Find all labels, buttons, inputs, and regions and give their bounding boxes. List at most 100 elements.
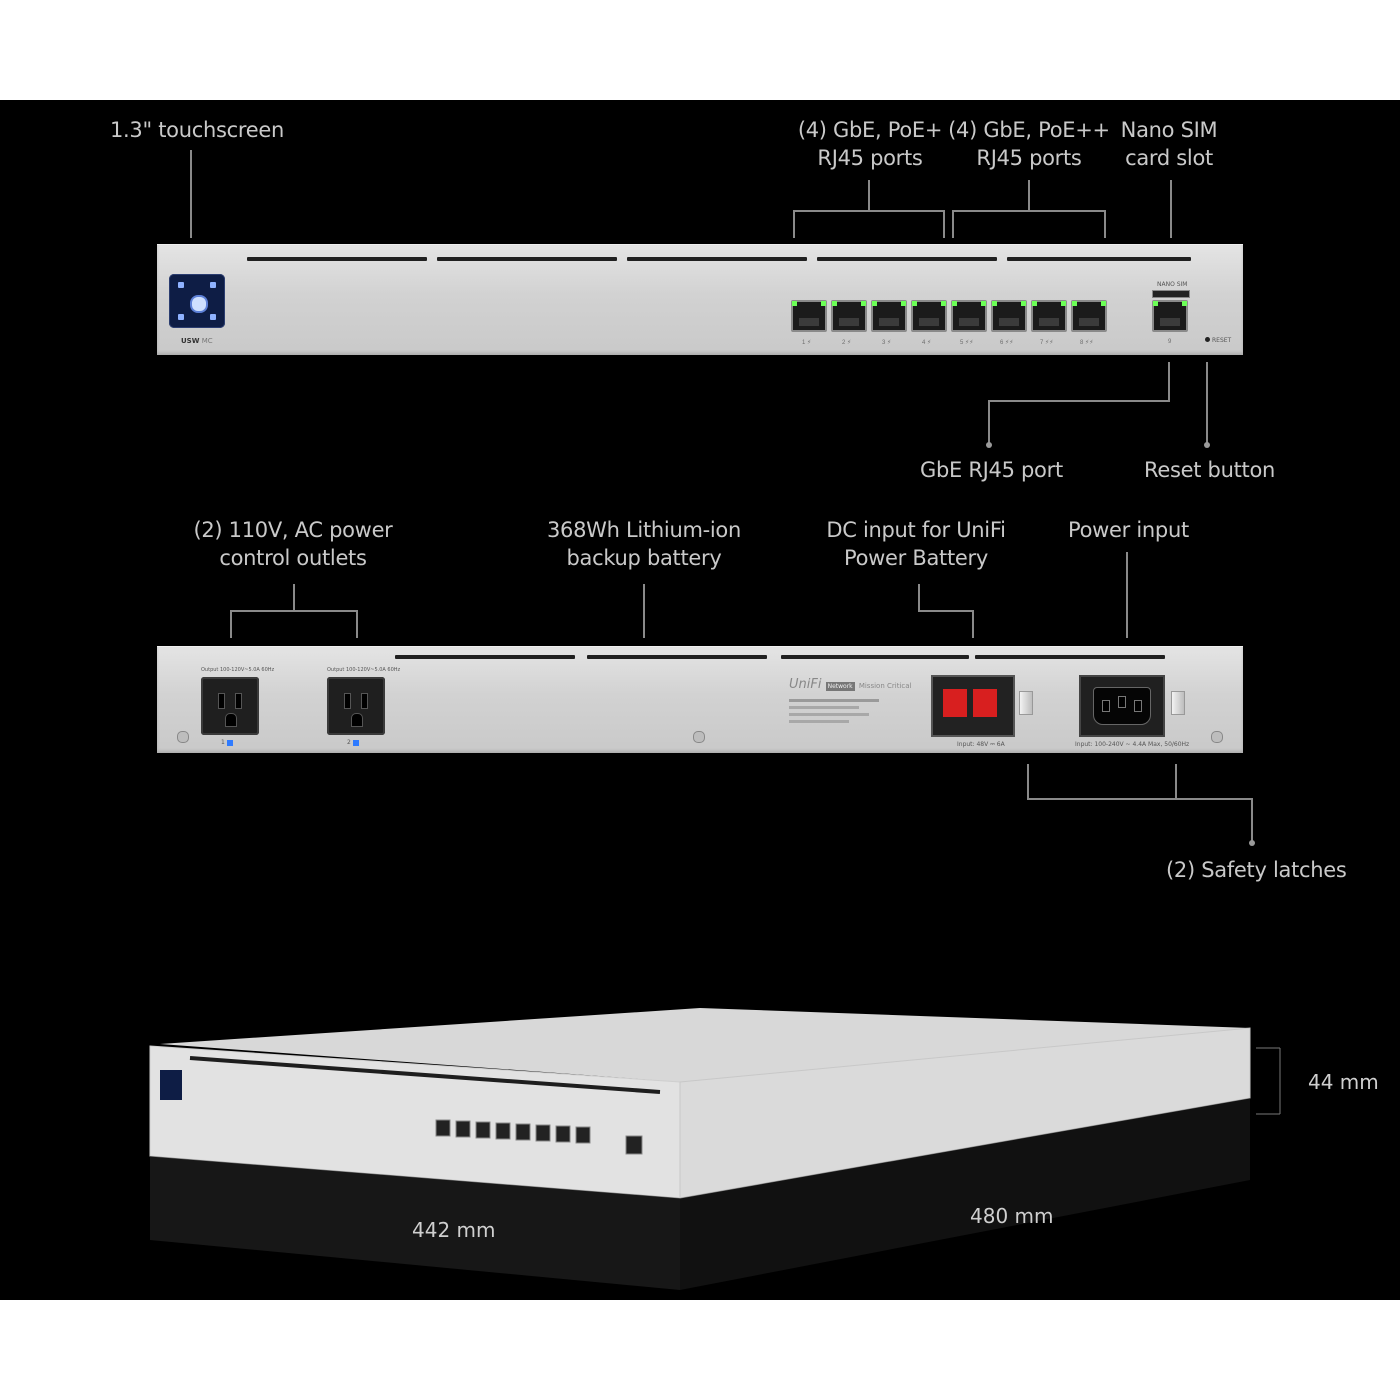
- dimension-height: 44 mm: [1308, 1070, 1379, 1094]
- vent-slot: [781, 655, 969, 659]
- vent-slot: [395, 655, 575, 659]
- link-led: [792, 301, 797, 306]
- vent-slot: [627, 257, 807, 261]
- link-led: [952, 301, 957, 306]
- port-label: 5 ⚡︎⚡︎: [960, 340, 974, 346]
- link-led: [821, 301, 826, 306]
- link-led: [872, 301, 877, 306]
- sim-slot[interactable]: [1152, 290, 1190, 298]
- vent-slot: [975, 655, 1165, 659]
- link-led: [941, 301, 946, 306]
- port-label: 7 ⚡︎⚡︎: [1040, 340, 1054, 346]
- link-led: [1182, 301, 1187, 306]
- link-led: [832, 301, 837, 306]
- callout-sim-slot: Nano SIM card slot: [1120, 118, 1218, 170]
- callout-power-input: Power input: [1068, 518, 1189, 542]
- port-label: 6 ⚡︎⚡︎: [1000, 340, 1014, 346]
- link-led: [1032, 301, 1037, 306]
- link-led: [1101, 301, 1106, 306]
- leader-battery: [643, 584, 645, 638]
- port-label: 9: [1168, 339, 1172, 345]
- callout-reset: Reset button: [1144, 458, 1276, 482]
- top-surface: [160, 1008, 1250, 1082]
- rj45-port-2[interactable]: [831, 300, 867, 332]
- outlet-2-rating: Output 100-120V~5.0A 60Hz: [327, 667, 401, 673]
- status-led: [353, 740, 359, 746]
- status-led: [227, 740, 233, 746]
- dimension-width: 442 mm: [412, 1218, 496, 1242]
- rj45-port-5[interactable]: [951, 300, 987, 332]
- leader-outlets: [293, 584, 295, 610]
- outlet-number: 2: [347, 739, 351, 746]
- vent-slot: [247, 257, 427, 261]
- callout-battery: 368Wh Lithium-ion backup battery: [547, 518, 741, 570]
- ac-outlet-2[interactable]: [327, 677, 385, 735]
- port-label: 4 ⚡︎: [922, 340, 932, 346]
- compliance-text: [789, 699, 889, 737]
- safety-latch-dc[interactable]: [1019, 691, 1033, 715]
- callout-rj45: GbE RJ45 port: [920, 458, 1063, 482]
- callout-outlets: (2) 110V, AC power control outlets: [193, 518, 393, 570]
- leader-reset: [1206, 362, 1208, 446]
- screen-icon: [210, 282, 216, 288]
- screen-icon: [210, 314, 216, 320]
- product-diagram: 1.3" touchscreen (4) GbE, PoE+ RJ45 port…: [0, 100, 1400, 1300]
- leader-poe-plus: [868, 180, 870, 212]
- leader-rj45: [1168, 362, 1170, 402]
- leader-touchscreen: [190, 150, 192, 238]
- vent-slot: [189, 1056, 661, 1094]
- leader-power-input: [1126, 552, 1128, 638]
- link-led: [1072, 301, 1077, 306]
- rj45-port-3[interactable]: [871, 300, 907, 332]
- callout-poe-plus-plus: (4) GbE, PoE++ RJ45 ports: [948, 118, 1110, 170]
- port-label: 8 ⚡︎⚡︎: [1080, 340, 1094, 346]
- screen-icon: [178, 282, 184, 288]
- ac-rating: Input: 100-240V ~ 4.4A Max, 50/60Hz: [1075, 741, 1190, 748]
- fan-screw-icon: [1211, 731, 1223, 743]
- vent-slot: [587, 655, 767, 659]
- callout-latches: (2) Safety latches: [1166, 858, 1347, 882]
- callout-poe-plus: (4) GbE, PoE+ RJ45 ports: [797, 118, 943, 170]
- link-led: [912, 301, 917, 306]
- reset-label: RESET: [1212, 337, 1232, 344]
- port-label: 3 ⚡︎: [882, 340, 892, 346]
- rear-panel: Output 100-120V~5.0A 60Hz 1 Output 100-1…: [157, 646, 1243, 753]
- reflection: [150, 1156, 680, 1290]
- link-led: [981, 301, 986, 306]
- port-label: 1 ⚡︎: [802, 340, 812, 346]
- ac-outlet-1[interactable]: [201, 677, 259, 735]
- touchscreen[interactable]: [169, 274, 225, 328]
- port-label: 2 ⚡︎: [842, 340, 852, 346]
- leader-sim-slot: [1170, 180, 1172, 238]
- safety-latch-ac[interactable]: [1171, 691, 1185, 715]
- link-led: [861, 301, 866, 306]
- rj45-port-1[interactable]: [791, 300, 827, 332]
- unifi-logo: UniFi Network Mission Critical: [789, 677, 912, 692]
- touchscreen: [160, 1070, 182, 1100]
- side-face: [679, 1027, 1251, 1199]
- rj45-port-7[interactable]: [1031, 300, 1067, 332]
- rj45-port-4[interactable]: [911, 300, 947, 332]
- perspective-ports: [435, 1119, 643, 1155]
- dc-input-connector[interactable]: [931, 675, 1015, 737]
- rj45-port-6[interactable]: [991, 300, 1027, 332]
- model-label: USW MC: [181, 337, 213, 345]
- sim-label: NANO SIM: [1157, 281, 1188, 288]
- center-button-icon: [190, 295, 208, 313]
- fan-screw-icon: [693, 731, 705, 743]
- outlet-1-rating: Output 100-120V~5.0A 60Hz: [201, 667, 275, 673]
- front-panel: USW MC 1 ⚡︎ 2 ⚡︎ 3 ⚡︎ 4 ⚡︎ 5 ⚡︎⚡︎ 6 ⚡︎⚡︎…: [157, 244, 1243, 355]
- rj45-port-8[interactable]: [1071, 300, 1107, 332]
- link-led: [992, 301, 997, 306]
- vent-slot: [1007, 257, 1191, 261]
- link-led: [901, 301, 906, 306]
- dc-rating: Input: 48V ⎓ 6A: [957, 741, 1005, 748]
- rj45-port-9[interactable]: [1152, 300, 1188, 332]
- ac-power-inlet[interactable]: [1079, 675, 1165, 737]
- outlet-number: 1: [221, 739, 225, 746]
- leader-latches: [1027, 764, 1029, 800]
- fan-screw-icon: [177, 731, 189, 743]
- link-led: [1061, 301, 1066, 306]
- perspective-view: [149, 1008, 1281, 1290]
- reset-pinhole[interactable]: [1205, 337, 1210, 342]
